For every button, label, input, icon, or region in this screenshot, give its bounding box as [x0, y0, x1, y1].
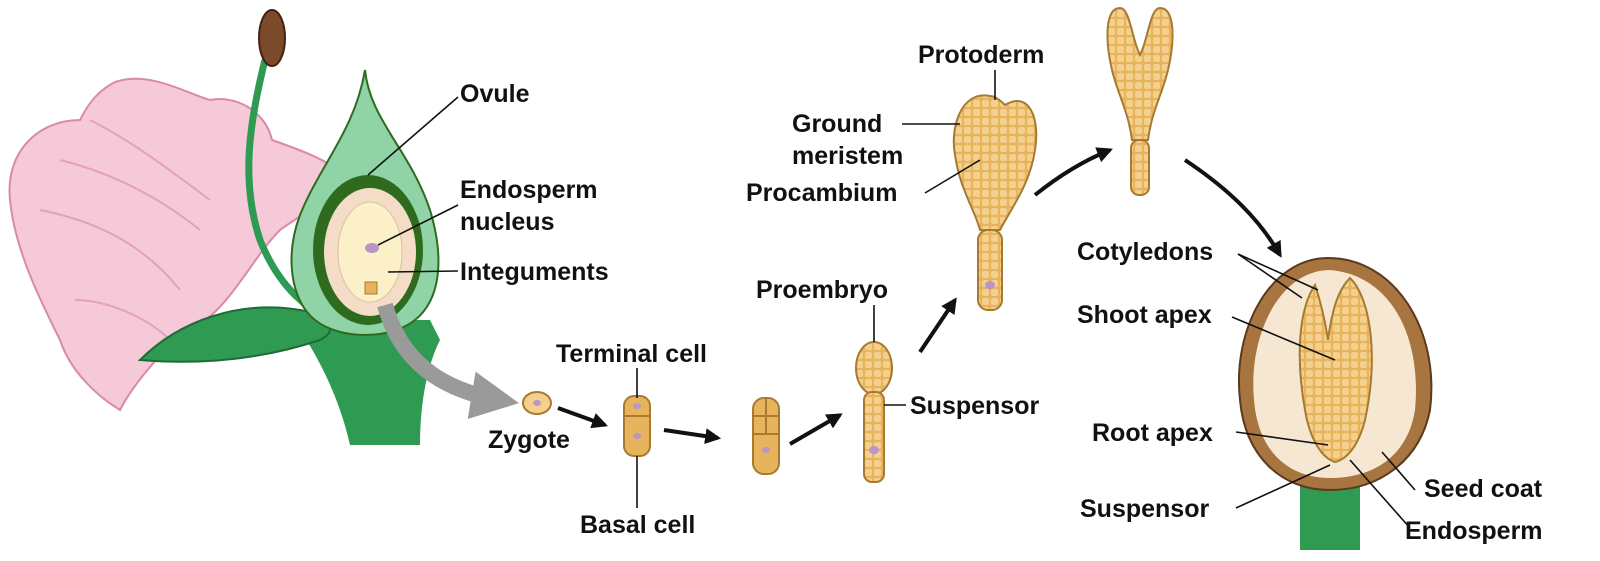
anther	[259, 10, 285, 66]
label-ground-meristem-line2: meristem	[792, 142, 903, 170]
four-cell-stage	[753, 398, 779, 474]
label-procambium: Procambium	[746, 179, 897, 207]
label-shoot-apex: Shoot apex	[1077, 301, 1212, 329]
label-endosperm-nucleus-line1: Endosperm	[460, 176, 598, 204]
arrow-5	[1035, 150, 1110, 195]
two-cell-stage	[624, 396, 650, 456]
arrow-3	[790, 415, 840, 444]
label-protoderm: Protoderm	[918, 41, 1044, 69]
leader-lines	[368, 70, 1415, 528]
label-seed-coat: Seed coat	[1424, 475, 1543, 503]
label-ovule: Ovule	[460, 80, 530, 108]
seed-illustration	[1239, 258, 1431, 550]
label-suspensor-proembryo: Suspensor	[910, 392, 1039, 420]
label-cotyledons: Cotyledons	[1077, 238, 1213, 266]
endosperm-nucleus-dot	[365, 243, 379, 253]
label-endosperm-nucleus-line2: nucleus	[460, 208, 554, 236]
zygote-stage	[523, 392, 551, 414]
label-basal-cell: Basal cell	[580, 511, 695, 539]
label-integuments: Integuments	[460, 258, 609, 286]
label-endosperm: Endosperm	[1405, 517, 1543, 545]
label-terminal-cell: Terminal cell	[556, 340, 707, 368]
arrow-2	[664, 430, 718, 438]
arrow-1	[558, 408, 605, 425]
label-zygote: Zygote	[488, 426, 570, 454]
label-ground-meristem-line1: Ground	[792, 110, 882, 138]
proembryo-stage	[856, 342, 892, 482]
label-suspensor-seed: Suspensor	[1080, 495, 1209, 523]
flower-illustration	[10, 10, 500, 445]
label-proembryo: Proembryo	[756, 276, 888, 304]
arrow-4	[920, 300, 955, 352]
heart-stage	[954, 95, 1036, 310]
label-root-apex: Root apex	[1092, 419, 1213, 447]
torpedo-stage	[1107, 8, 1172, 195]
